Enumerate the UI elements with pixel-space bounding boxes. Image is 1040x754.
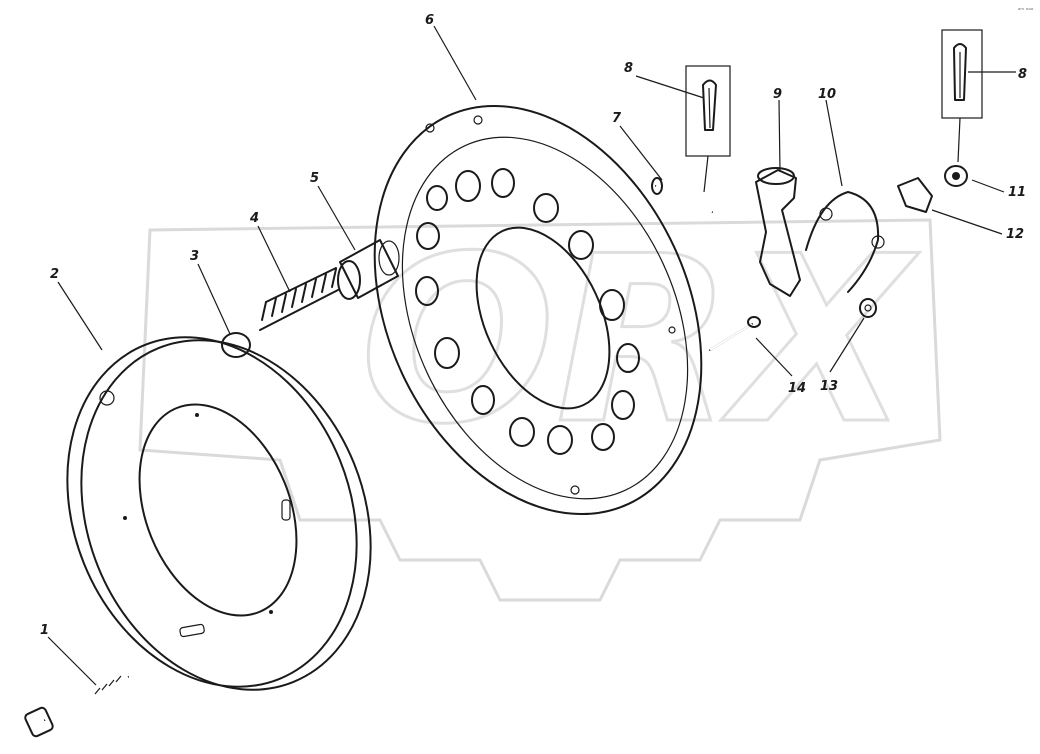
part-7-pin	[651, 177, 713, 214]
callout-14: 14	[788, 381, 806, 396]
leader-lines	[47, 25, 1016, 686]
callout-6: 6	[425, 13, 434, 28]
watermark-text: ORX	[360, 208, 920, 475]
callout-numbers: 1 2 3 4 5 6 7 8 8 9 10 11 12 13 14	[40, 13, 1027, 638]
callout-1: 1	[40, 623, 49, 638]
callout-7: 7	[612, 111, 622, 126]
callout-8-right: 8	[1018, 67, 1027, 82]
part-13-small-washer	[859, 298, 877, 318]
callout-12: 12	[1006, 227, 1024, 242]
callout-3: 3	[190, 249, 199, 264]
callout-11: 11	[1008, 185, 1026, 200]
part-8-cotter-pin-left	[685, 65, 731, 193]
callout-5: 5	[310, 171, 319, 186]
part-9-lever	[755, 167, 801, 297]
callout-8-left: 8	[624, 61, 633, 76]
callout-2: 2	[50, 267, 59, 282]
part-8-cotter-pin-right	[941, 29, 983, 163]
part-2-pressure-plate	[66, 336, 372, 691]
part-10-spring-clip	[805, 191, 885, 293]
disc-holes	[415, 168, 640, 455]
callout-9: 9	[773, 87, 782, 102]
part-11-nut	[944, 165, 968, 187]
part-6-disc	[373, 104, 703, 516]
callout-13: 13	[820, 379, 838, 394]
corner-mark: ᵃᵐ ᵒᵒᵒ	[1018, 7, 1034, 14]
callout-4: 4	[249, 211, 259, 226]
part-1-bolt	[24, 675, 129, 738]
part-3-washer	[221, 332, 251, 358]
part-12-block	[897, 177, 933, 213]
callout-10: 10	[818, 87, 836, 102]
part-4-spring	[259, 267, 339, 331]
part-14-screw	[709, 316, 761, 351]
watermark: ORX	[138, 207, 942, 602]
part-5-sleeve	[337, 239, 400, 300]
